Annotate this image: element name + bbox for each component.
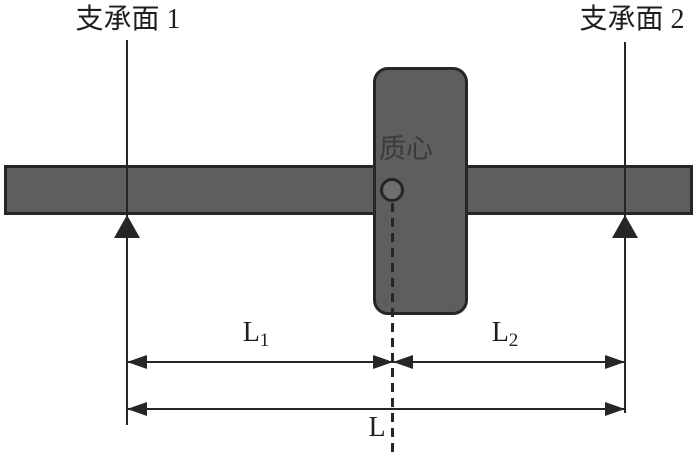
- dimension-l1-subscript: 1: [259, 329, 270, 351]
- dimension-l1-line: [127, 361, 393, 363]
- center-of-mass-marker-icon: [380, 178, 404, 202]
- dimension-l1-label: L1: [242, 317, 270, 351]
- dimension-l-arrow-right-icon: [605, 402, 625, 416]
- support-plane-1-label: 支承面 1: [75, 4, 181, 35]
- dimension-l2-base: L: [491, 317, 509, 348]
- shaft-bar: [4, 165, 693, 215]
- support-plane-2-label: 支承面 2: [579, 4, 685, 35]
- dimension-l2-arrow-right-icon: [605, 355, 625, 369]
- dimension-l1-arrow-left-icon: [127, 355, 147, 369]
- dimension-l1-base: L: [242, 317, 260, 348]
- dimension-l-arrow-left-icon: [127, 402, 147, 416]
- dimension-l2-label: L2: [491, 317, 519, 351]
- support-plane-1-arrow-up-icon: [114, 215, 140, 238]
- dimension-l-label: L: [368, 412, 386, 443]
- support-plane-2-arrow-up-icon: [612, 215, 638, 238]
- center-of-mass-label: 质心: [379, 134, 433, 164]
- center-axis-dashed-line: [391, 203, 394, 454]
- dimension-l1-arrow-right-icon: [373, 355, 393, 369]
- dimension-l2-subscript: 2: [508, 329, 519, 351]
- dimension-l2-line: [393, 361, 625, 363]
- dimension-l2-arrow-left-icon: [393, 355, 413, 369]
- dimension-l-line: [127, 408, 625, 410]
